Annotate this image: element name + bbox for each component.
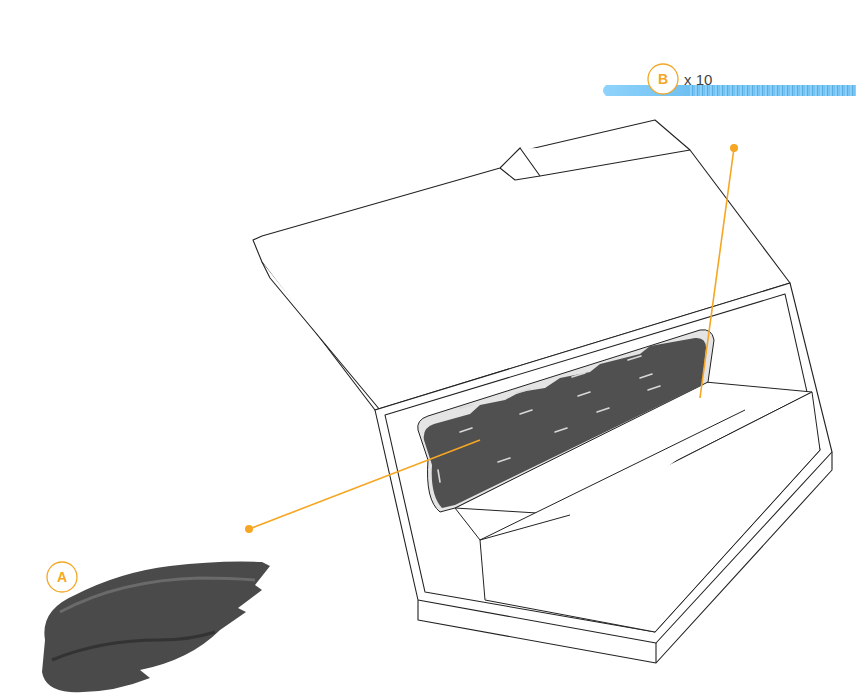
box-tray — [375, 283, 832, 663]
quantity-label: x 10 — [684, 71, 712, 88]
foam-part — [42, 562, 270, 693]
cable-tie — [603, 85, 856, 96]
leader-lines — [245, 144, 738, 533]
callout-letter: A — [57, 569, 67, 585]
callout-letter: B — [658, 71, 668, 87]
callout-circles — [47, 64, 678, 592]
foam-insert — [418, 330, 714, 512]
